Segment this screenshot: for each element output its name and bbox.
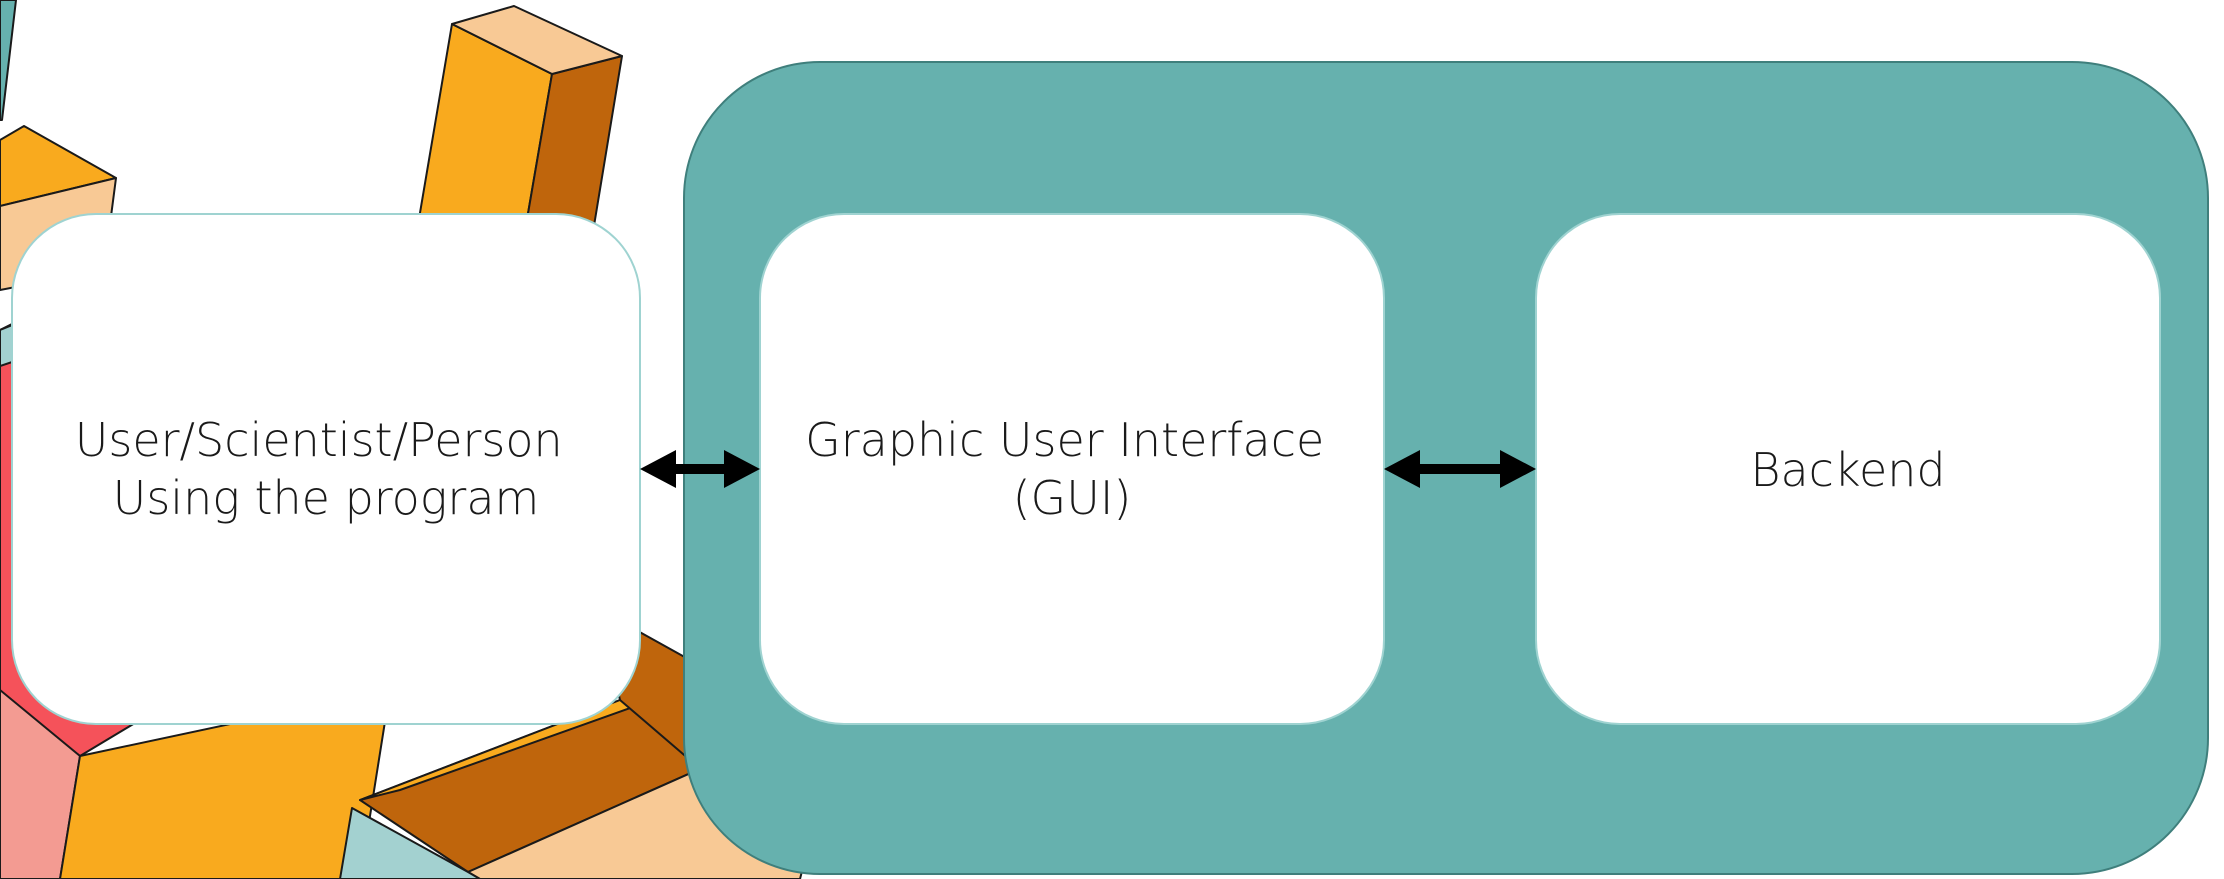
gui-box[interactable] <box>759 213 1385 725</box>
backend-node[interactable]: Backend <box>1535 213 2161 725</box>
block-column-top <box>451 5 623 75</box>
gui-label-line-1: Graphic User Interface <box>805 413 1324 467</box>
arrow-gui-backend-shaft <box>1418 464 1502 474</box>
arrow-user-gui-shaft <box>674 464 730 474</box>
arrow-user-gui <box>640 450 760 488</box>
arrow-user-gui-head-left <box>640 450 676 488</box>
arrow-gui-backend <box>1384 450 1536 488</box>
gui-label-line-2: (GUI) <box>1013 471 1132 525</box>
user-label-line-2: Using the program <box>113 471 540 525</box>
block-teal-bottom <box>339 807 481 879</box>
arrow-gui-backend-head-left <box>1384 450 1420 488</box>
backend-label: Backend <box>1750 443 1945 497</box>
svg-text:User/Scientist/Person Us: User/Scientist/Person Using the program <box>75 413 578 525</box>
arrow-gui-backend-head-right <box>1500 450 1536 488</box>
svg-text:Backend: Backend <box>1750 443 1945 497</box>
user-box[interactable] <box>11 213 641 725</box>
gui-node[interactable]: Graphic User Interface (GUI) <box>759 213 1385 725</box>
user-label-line-1: User/Scientist/Person <box>75 413 563 467</box>
arrow-user-gui-head-right <box>724 450 760 488</box>
block-pink <box>0 689 81 879</box>
svg-text:Graphic User Interface (: Graphic User Interface (GUI) <box>805 413 1339 525</box>
block-teal-sliver <box>0 0 17 121</box>
user-node[interactable]: User/Scientist/Person Using the program <box>11 213 641 725</box>
